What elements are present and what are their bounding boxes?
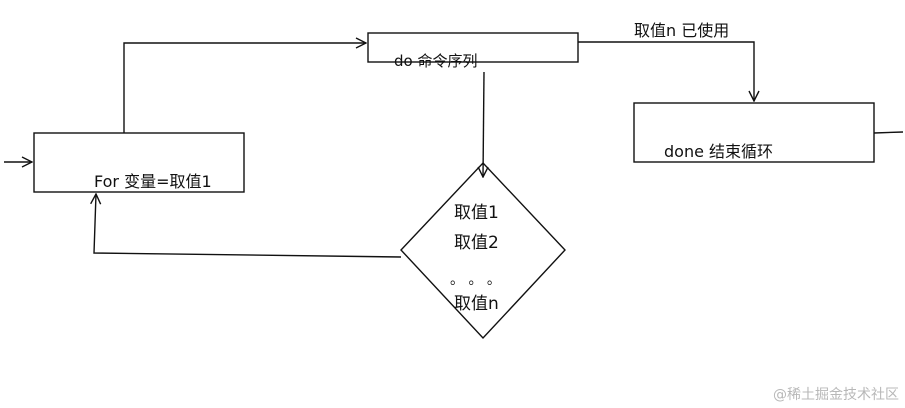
for-box: [33, 132, 245, 193]
exit-line: [873, 131, 904, 134]
value-n: 取值n: [454, 294, 499, 314]
used-label: 取值n 已使用: [634, 21, 729, 40]
watermark: @稀土掘金技术社区: [773, 387, 899, 403]
do-to-done-arrow: [578, 41, 754, 101]
done-label: done 结束循环: [664, 142, 773, 161]
diamond-to-for-arrow: [94, 194, 402, 258]
values-diamond: [400, 161, 566, 340]
for-label: For 变量=取值1: [94, 172, 212, 191]
do-box: [367, 32, 579, 63]
do-label: do 命令序列: [394, 52, 477, 70]
value-2: 取值2: [454, 233, 499, 253]
value-1: 取值1: [454, 203, 499, 223]
value-ellipsis: 。 。 。: [450, 272, 501, 288]
for-to-do-arrow: [123, 43, 366, 133]
do-to-diamond-arrow: [483, 71, 484, 177]
